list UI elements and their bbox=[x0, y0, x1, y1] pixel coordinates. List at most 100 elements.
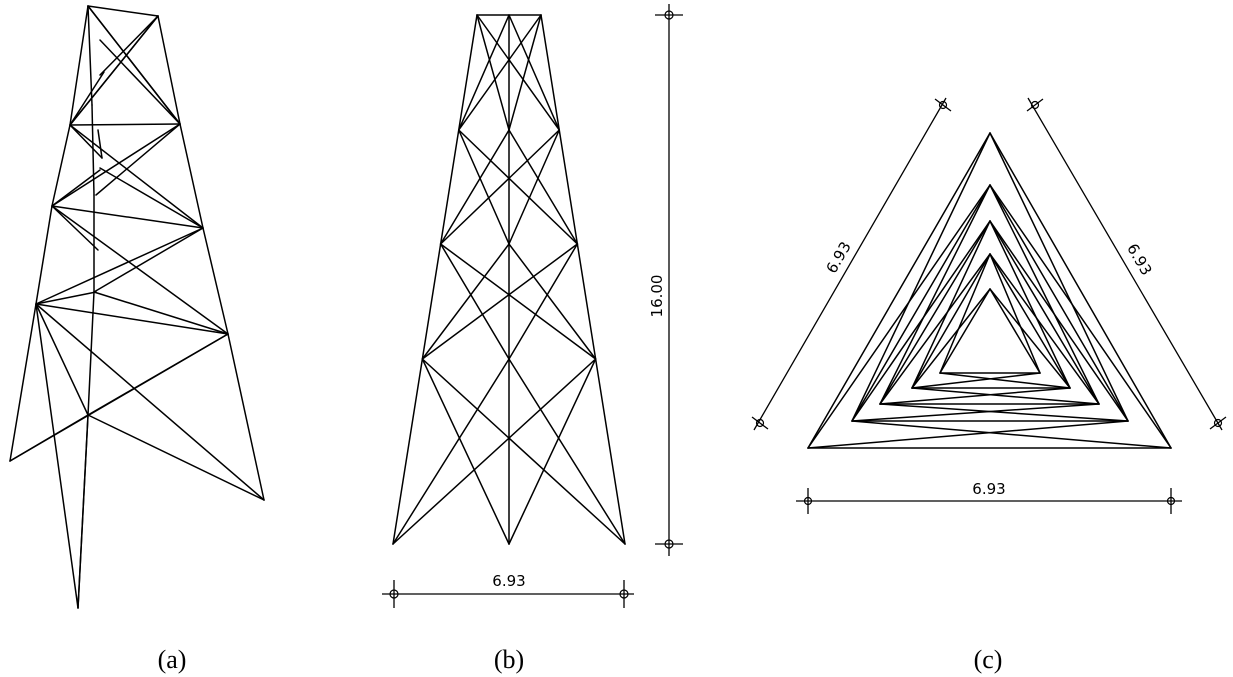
view-c-member bbox=[807, 420, 1129, 449]
view-c-member bbox=[989, 220, 1100, 405]
view-c-member bbox=[989, 220, 1071, 389]
view-a-member bbox=[99, 39, 181, 125]
view-a-member bbox=[69, 71, 105, 126]
view-c-left-side-dimension: 6.93 bbox=[751, 97, 952, 431]
view-c-member bbox=[911, 288, 991, 389]
view-c-member bbox=[989, 253, 1100, 405]
view-a-member bbox=[87, 5, 159, 17]
view-c-member bbox=[879, 253, 991, 405]
view-b-member bbox=[476, 14, 561, 131]
view-b-member bbox=[508, 14, 561, 131]
view-c-member bbox=[879, 220, 991, 405]
view-b-member bbox=[457, 14, 542, 131]
view-b-member bbox=[476, 14, 510, 131]
view-a-member bbox=[51, 123, 181, 207]
view-c-member bbox=[851, 220, 991, 422]
view-a-member bbox=[9, 303, 37, 462]
view-c-member bbox=[807, 132, 991, 449]
view-b-member bbox=[508, 243, 597, 360]
view-a-member bbox=[99, 15, 159, 76]
caption-a: (a) bbox=[158, 645, 187, 674]
view-a-member bbox=[51, 205, 204, 229]
view-b-member bbox=[508, 14, 542, 131]
view-b-member bbox=[392, 358, 597, 545]
view-a-member bbox=[87, 5, 93, 106]
view-c-member bbox=[989, 220, 1129, 422]
view-a-member bbox=[51, 205, 229, 335]
view-a-member bbox=[157, 15, 181, 125]
view-a-member bbox=[69, 124, 103, 159]
view-b-member bbox=[508, 129, 579, 245]
view-c-member bbox=[807, 184, 991, 449]
view-a-member bbox=[9, 414, 89, 462]
view-c-member bbox=[989, 253, 1041, 374]
view-c-right-side-dimension-label: 6.93 bbox=[1123, 241, 1155, 279]
view-b-member bbox=[457, 129, 510, 245]
view-a-member bbox=[227, 333, 265, 501]
view-a-member bbox=[93, 227, 204, 293]
view-c-plan-tower bbox=[807, 132, 1172, 449]
view-c-member bbox=[911, 220, 991, 389]
view-c-member bbox=[939, 253, 991, 374]
view-a-member bbox=[69, 124, 204, 229]
view-c-member bbox=[879, 387, 1071, 405]
view-a-member bbox=[179, 123, 204, 229]
view-b-member bbox=[421, 243, 579, 360]
view-a-member bbox=[95, 123, 181, 196]
view-b-height-dimension: 16.00 bbox=[648, 4, 683, 556]
view-a-member bbox=[35, 303, 89, 416]
view-c-right-side-dimension: 6.93 bbox=[1026, 97, 1227, 431]
view-a-member bbox=[87, 414, 265, 501]
view-b-base-dimension-label: 6.93 bbox=[492, 572, 525, 590]
view-c-member bbox=[989, 132, 1129, 422]
view-c-member bbox=[989, 288, 1041, 374]
view-b-member bbox=[439, 243, 510, 360]
view-a-member bbox=[35, 303, 79, 609]
view-a-member bbox=[202, 227, 229, 335]
view-a-member bbox=[35, 303, 265, 501]
view-c-member bbox=[989, 184, 1129, 422]
view-c-member bbox=[911, 387, 1100, 405]
view-c-base-dimension: 6.93 bbox=[796, 480, 1182, 514]
view-c-member bbox=[989, 132, 1172, 449]
view-a-member bbox=[35, 205, 53, 305]
view-b-member bbox=[392, 14, 478, 545]
view-a-member bbox=[69, 123, 181, 126]
view-c-left-side-dimension-label: 6.93 bbox=[823, 239, 855, 277]
view-b-member bbox=[508, 129, 561, 245]
view-c-member bbox=[911, 253, 991, 389]
view-b-member bbox=[392, 358, 510, 545]
view-a-member bbox=[51, 124, 71, 207]
view-c-member bbox=[939, 372, 1071, 389]
view-b-member bbox=[439, 129, 510, 245]
view-a-member bbox=[99, 167, 204, 229]
view-a-member bbox=[51, 169, 101, 207]
view-c-member bbox=[989, 288, 1071, 389]
view-a-member bbox=[87, 5, 181, 125]
view-c-member bbox=[851, 132, 991, 422]
view-b-member bbox=[508, 358, 626, 545]
view-b-member bbox=[540, 14, 626, 545]
view-b-base-dimension: 6.93 bbox=[382, 572, 634, 608]
view-a-perspective-tower bbox=[9, 5, 265, 609]
view-c-member bbox=[879, 403, 1129, 422]
view-b-elevation-tower bbox=[392, 14, 626, 545]
view-c-member bbox=[851, 184, 991, 422]
view-b-height-dimension-label: 16.00 bbox=[648, 275, 666, 318]
view-b-member bbox=[421, 358, 626, 545]
view-c-member bbox=[879, 184, 991, 405]
view-c-member bbox=[989, 253, 1071, 389]
view-a-member bbox=[35, 303, 229, 335]
view-a-member bbox=[35, 227, 204, 305]
view-c-member bbox=[939, 288, 991, 374]
view-a-member bbox=[77, 414, 89, 609]
view-a-member bbox=[35, 291, 97, 305]
caption-b: (b) bbox=[494, 645, 524, 674]
view-c-member bbox=[989, 184, 1172, 449]
view-b-member bbox=[457, 14, 510, 131]
view-b-member bbox=[439, 129, 561, 245]
view-a-member bbox=[69, 15, 159, 126]
view-a-member bbox=[97, 129, 103, 159]
view-c-base-dimension-label: 6.93 bbox=[972, 480, 1005, 498]
